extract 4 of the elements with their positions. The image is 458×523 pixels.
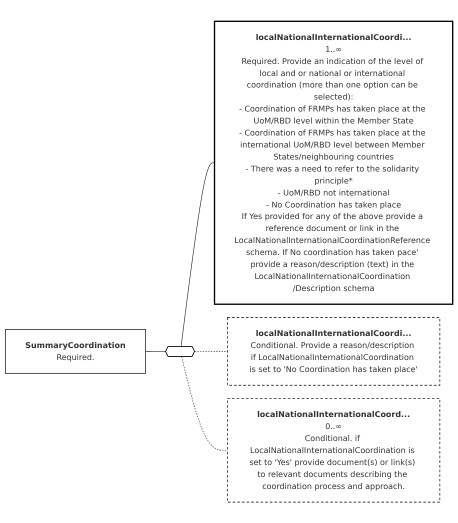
connector: [194, 350, 228, 352]
connector: [180, 162, 215, 347]
connector: [181, 356, 228, 450]
connector: [145, 350, 166, 352]
